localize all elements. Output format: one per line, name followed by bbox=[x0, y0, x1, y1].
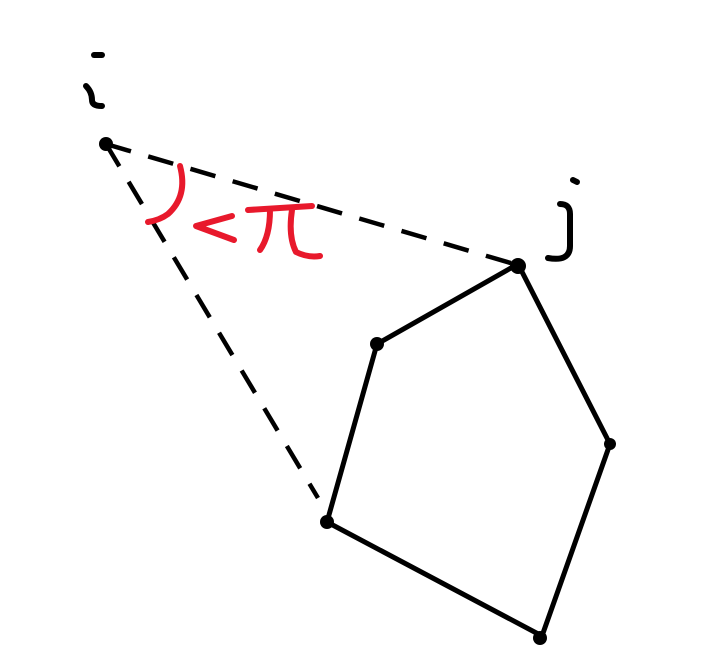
pi-symbol bbox=[245, 203, 323, 260]
angle-arc bbox=[145, 163, 186, 225]
polygon bbox=[324, 261, 613, 639]
vertex-i bbox=[99, 137, 113, 151]
sight-line-i-to-j bbox=[105, 141, 515, 267]
label-j: j bbox=[545, 177, 580, 262]
angle-annotation: < π bbox=[145, 163, 323, 260]
vertex-bottom bbox=[533, 631, 547, 645]
sight-line-i-to-lower-vertex bbox=[104, 142, 320, 500]
less-than-symbol bbox=[193, 213, 237, 243]
label-i: i bbox=[83, 52, 105, 109]
vertex-right bbox=[604, 438, 616, 450]
vertex-j bbox=[510, 258, 526, 274]
vertex-upper-left bbox=[370, 337, 384, 351]
vertex-lower-left bbox=[320, 515, 334, 529]
